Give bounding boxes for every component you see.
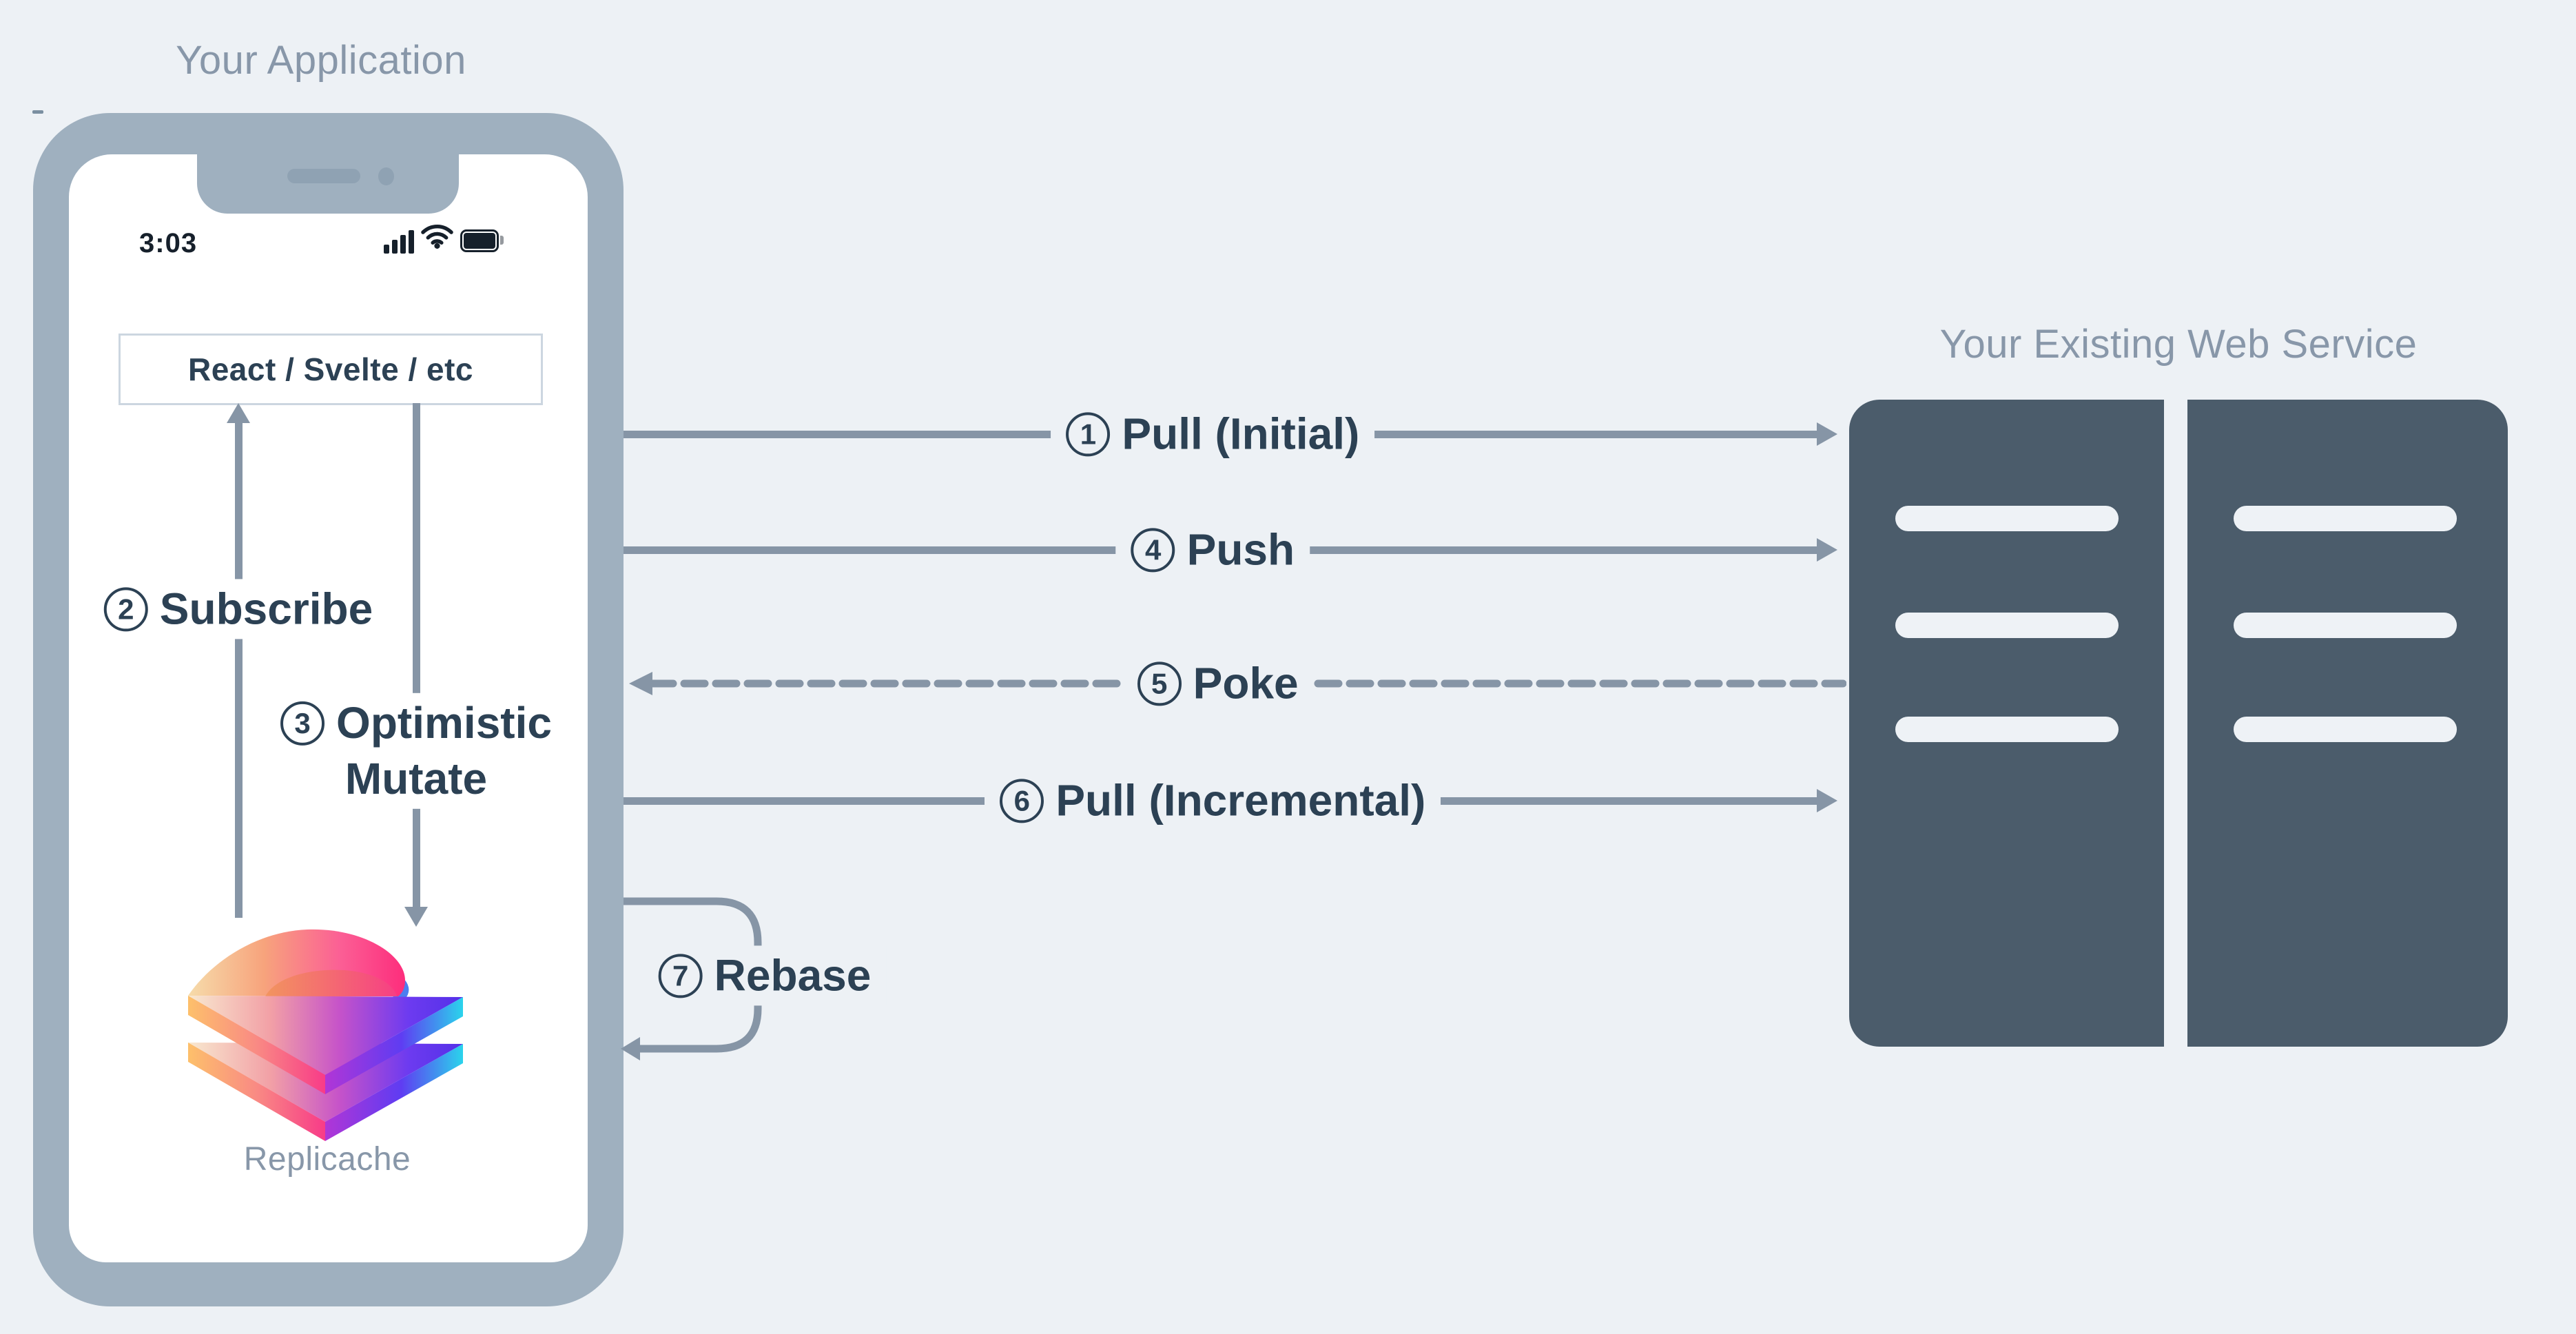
- server-tower: [1849, 400, 2164, 1047]
- poke-dashed-line: [629, 672, 1846, 695]
- camera-icon: [378, 167, 394, 185]
- signal-bars-icon: [384, 230, 414, 254]
- circled-number: 5: [1137, 661, 1182, 706]
- arrowhead-right-icon: [1817, 789, 1837, 812]
- server-slot: [2234, 506, 2457, 531]
- server-slot: [2234, 717, 2457, 742]
- server-slot: [1895, 506, 2119, 531]
- arrowhead-left-icon: [629, 672, 652, 695]
- server-slot: [2234, 613, 2457, 638]
- arrowhead-right-icon: [1817, 538, 1837, 562]
- rebase-label: 7 Rebase: [643, 945, 887, 1006]
- server-group: [1849, 400, 2508, 1047]
- poke-label: 5 Poke: [1122, 653, 1314, 714]
- circled-number: 1: [1066, 412, 1111, 456]
- arrowhead-left-icon: [621, 1037, 640, 1060]
- circled-number: 6: [1000, 779, 1044, 823]
- pull-incremental-label: 6 Pull (Incremental): [985, 770, 1441, 831]
- subscribe-label: 2 Subscribe: [88, 579, 389, 639]
- application-title: Your Application: [176, 38, 466, 83]
- circled-number: 2: [103, 587, 148, 631]
- framework-box: React / Svelte / etc: [119, 334, 543, 405]
- circled-number: 7: [658, 954, 703, 998]
- tick-mark: [32, 110, 43, 114]
- battery-icon: [460, 229, 504, 252]
- arrowhead-up-icon: [227, 403, 250, 423]
- arrowhead-down-icon: [404, 907, 428, 927]
- server-slot: [1895, 613, 2119, 638]
- circled-number: 4: [1131, 528, 1175, 572]
- replicache-label: Replicache: [243, 1141, 411, 1178]
- pull-initial-label: 1 Pull (Initial): [1051, 404, 1375, 464]
- replicache-logo: [172, 923, 482, 1154]
- server-tower: [2187, 400, 2508, 1047]
- arrowhead-right-icon: [1817, 422, 1837, 446]
- wifi-icon: [421, 223, 453, 253]
- optimistic-mutate-label: 3 Optimistic Mutate: [265, 692, 567, 810]
- push-label: 4 Push: [1115, 520, 1310, 580]
- web-service-title: Your Existing Web Service: [1939, 322, 2418, 367]
- speaker-icon: [287, 169, 360, 183]
- status-time: 3:03: [139, 228, 198, 258]
- optimistic-mutate-arrow-line: [412, 403, 420, 908]
- status-icons: [384, 224, 504, 254]
- subscribe-arrow-line: [234, 422, 243, 918]
- phone-notch: [197, 154, 459, 214]
- circled-number: 3: [280, 701, 325, 746]
- server-slot: [1895, 717, 2119, 742]
- framework-box-label: React / Svelte / etc: [188, 351, 473, 387]
